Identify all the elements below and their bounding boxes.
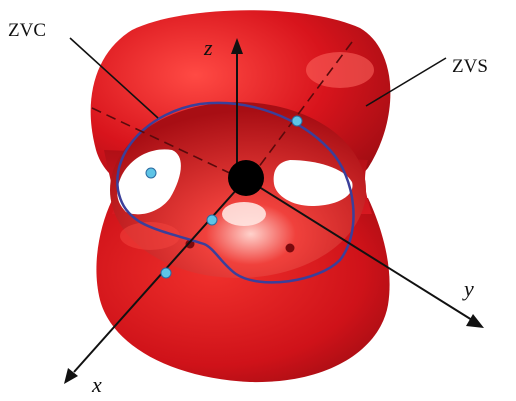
highlight-center [222, 202, 266, 226]
equilibrium-point [146, 168, 156, 178]
equilibrium-point [207, 215, 217, 225]
central-body [228, 160, 264, 196]
zero-velocity-surface [91, 10, 391, 382]
z-axis-label: z [203, 35, 213, 60]
equilibrium-point [292, 116, 302, 126]
zvc-label: ZVC [8, 20, 46, 41]
y-axis-arrowhead [466, 314, 484, 328]
y-axis-label: y [462, 276, 474, 301]
equilibrium-point [161, 268, 171, 278]
dark-spot-right [286, 244, 295, 253]
x-axis-label: x [91, 372, 102, 397]
zvs-label: ZVS [452, 56, 488, 77]
